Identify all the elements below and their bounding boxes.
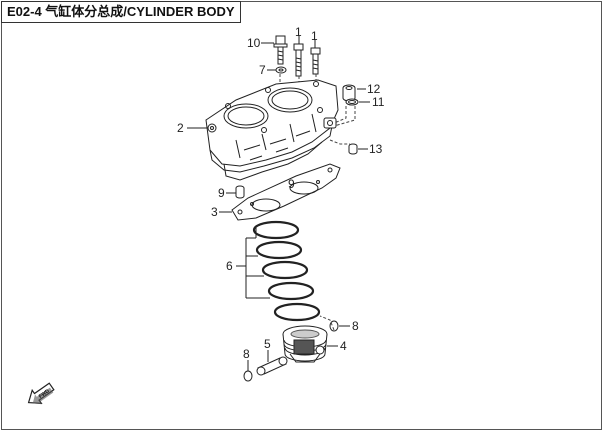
part-11-o-ring [345, 98, 359, 106]
callout-9b: 9 [288, 177, 295, 191]
callout-8b: 8 [243, 347, 250, 361]
callout-9a: 9 [218, 186, 225, 200]
ring-2 [255, 240, 303, 260]
ring-3 [261, 260, 309, 280]
callout-6: 6 [226, 259, 233, 273]
part-1-long-bolt-b [310, 47, 321, 75]
part-10-flange-bolt [273, 35, 288, 65]
ring-4 [267, 281, 315, 301]
callout-12: 12 [367, 82, 381, 96]
callout-8a: 8 [352, 319, 359, 333]
ring-5 [273, 302, 321, 322]
leader-6-bracket [236, 226, 270, 299]
part-1-long-bolt-a [293, 43, 304, 77]
callout-13: 13 [369, 142, 383, 156]
part-3-base-gasket [231, 163, 341, 221]
part-6-piston-rings [252, 220, 321, 322]
part-2-cylinder-block [205, 79, 339, 181]
forward-arrow-icon: FWD [27, 382, 55, 405]
part-4-piston [282, 325, 328, 363]
part-13-dowel-pin [348, 143, 358, 155]
direction-label: FWD [38, 388, 51, 400]
guide-13 [329, 139, 350, 145]
callout-2: 2 [177, 121, 184, 135]
part-5-piston-pin [256, 356, 288, 376]
part-8-circlip-right [329, 320, 339, 332]
callout-3: 3 [211, 205, 218, 219]
callout-labels: 10 7 1 1 12 11 2 13 9 9 3 6 8 8 5 4 [177, 25, 385, 361]
callout-4: 4 [340, 339, 347, 353]
part-9-dowel-pin-left [235, 185, 245, 199]
part-8-circlip-left [243, 370, 253, 382]
callout-11: 11 [372, 95, 385, 109]
callout-1a: 1 [295, 25, 302, 39]
callout-10: 10 [247, 36, 261, 50]
ring-1 [252, 220, 300, 240]
part-7-washer [275, 66, 287, 74]
callout-1b: 1 [311, 29, 318, 43]
page-title: E02-4 气缸体分总成/CYLINDER BODY [1, 1, 241, 23]
guide-piston [319, 315, 335, 331]
callout-7: 7 [259, 63, 266, 77]
callout-5: 5 [264, 337, 271, 351]
